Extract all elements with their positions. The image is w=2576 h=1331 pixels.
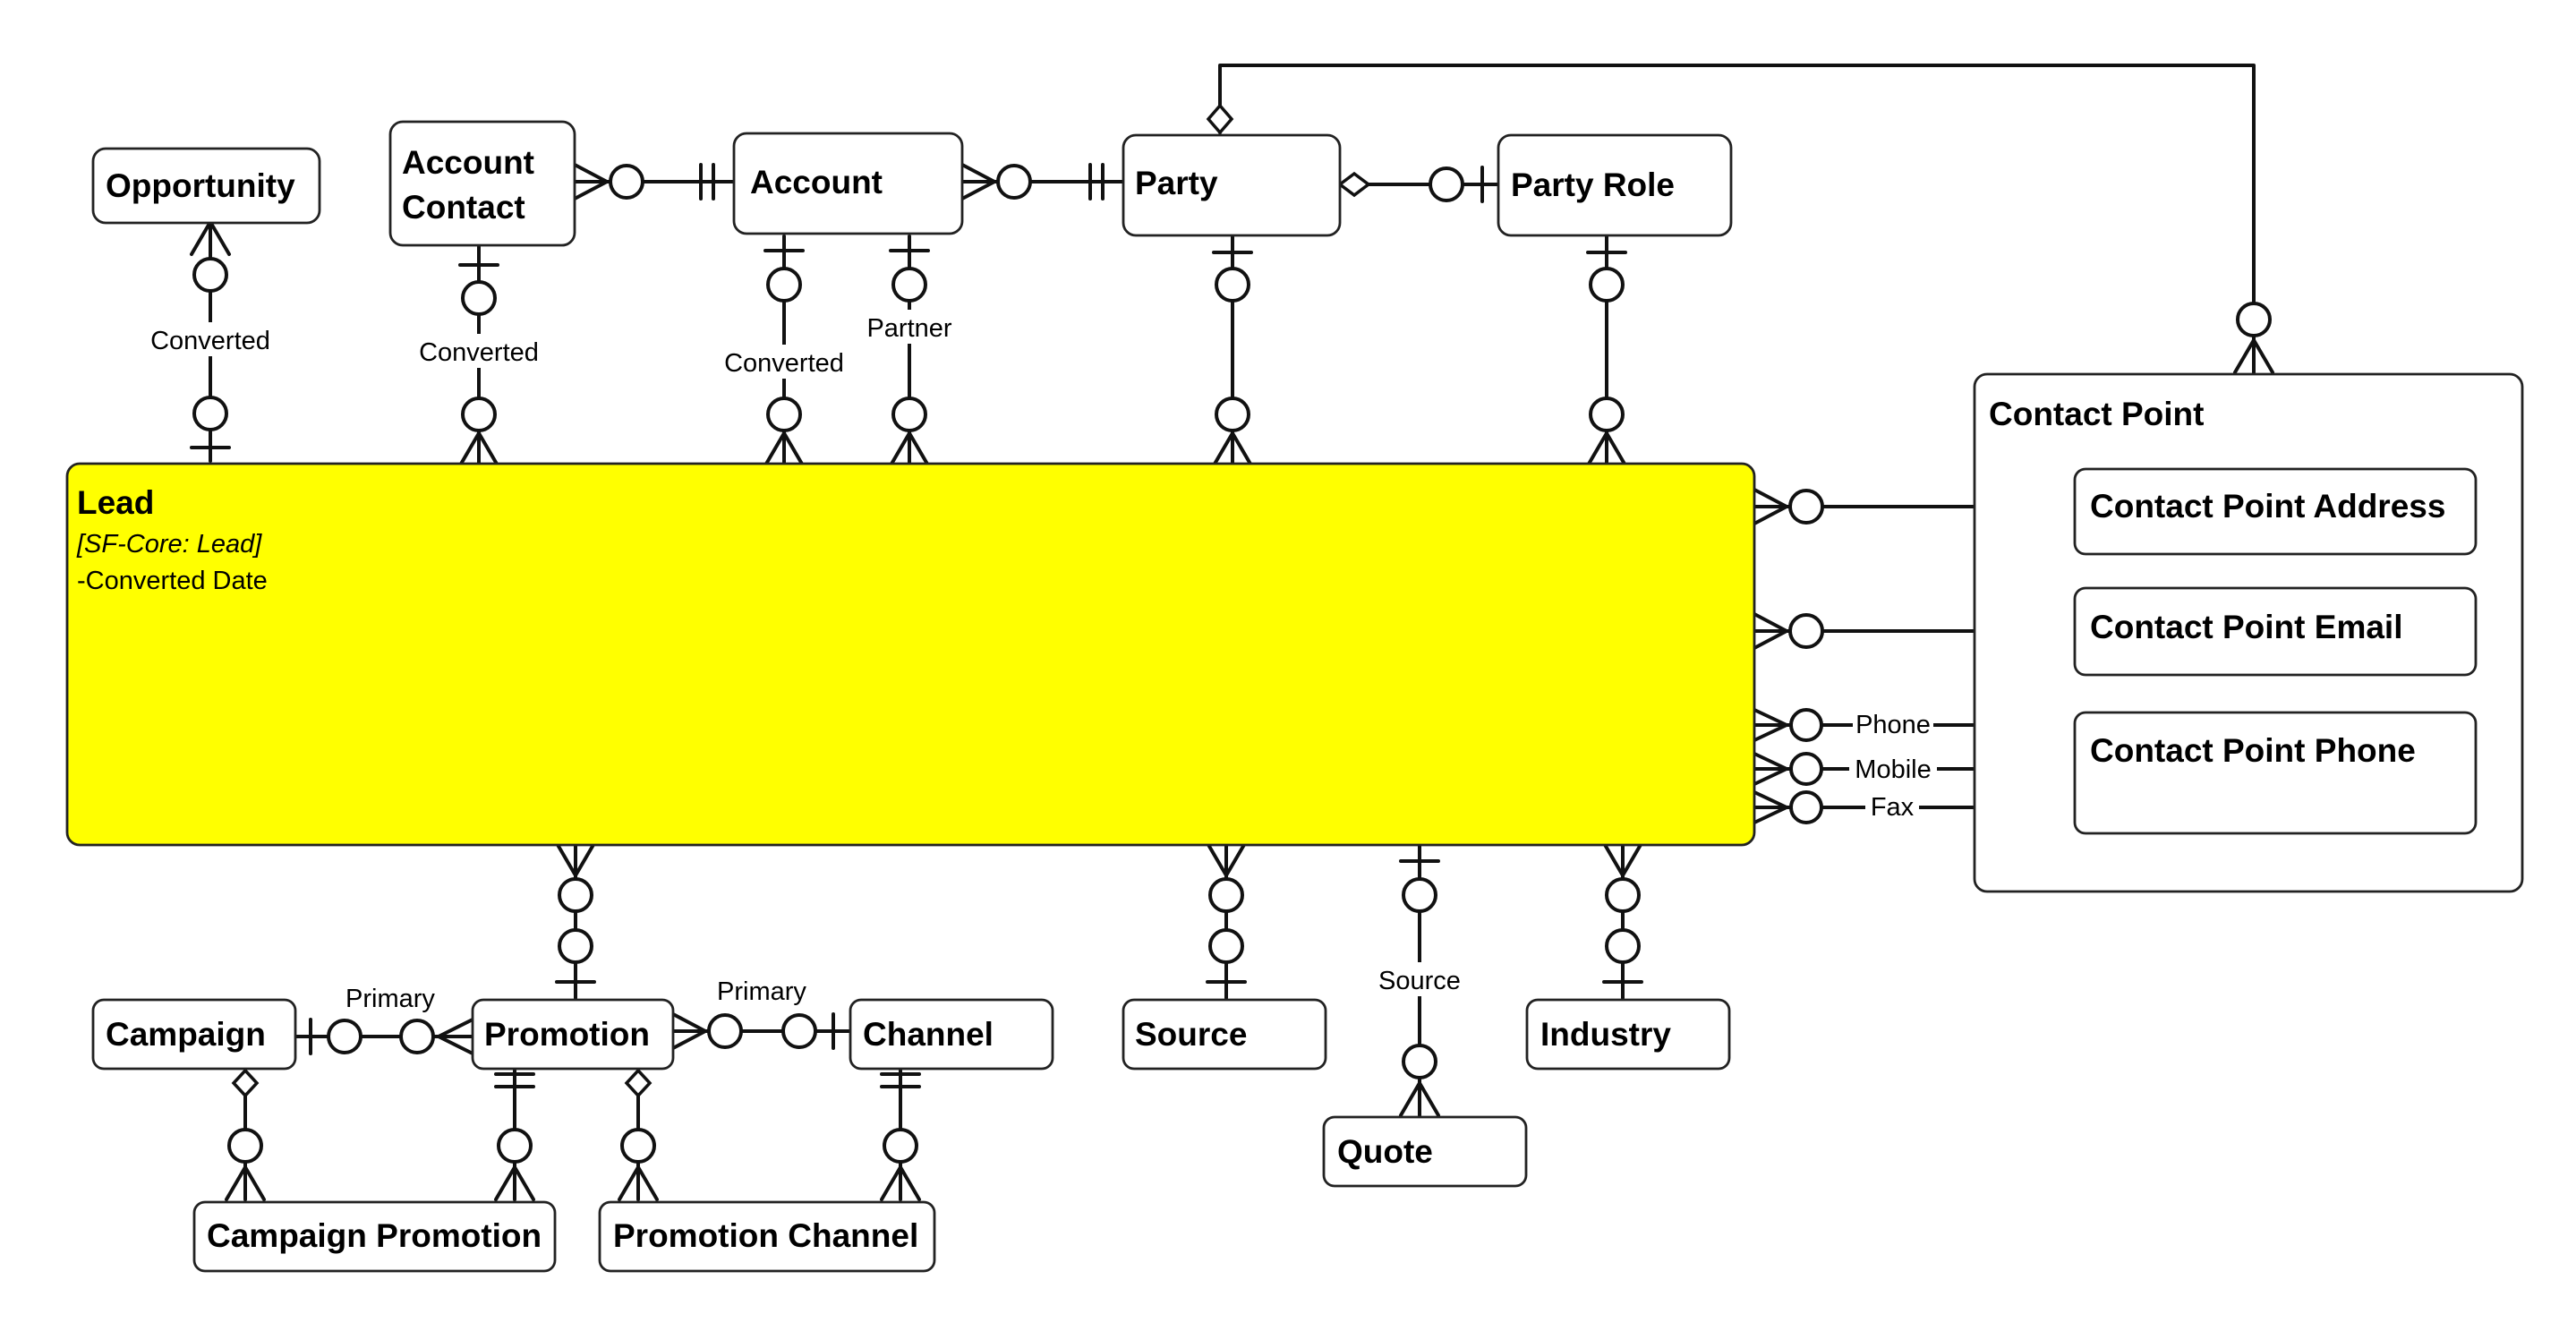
entity-opportunity[interactable]: Opportunity xyxy=(91,147,321,225)
entity-contact-point-phone-name: Contact Point Phone xyxy=(2090,732,2416,769)
entity-contact-point-name: Contact Point xyxy=(1989,396,2204,432)
entity-promotion-name: Promotion xyxy=(484,1016,650,1053)
rel-account-contact-account xyxy=(573,163,736,201)
rel-lead-industry xyxy=(1602,841,1643,1000)
rel-campaign-promotion-primary xyxy=(294,1018,474,1055)
entity-contact-point-address[interactable]: Contact Point Address xyxy=(2073,467,2478,556)
label-promotion-channel-primary: Primary xyxy=(717,977,806,1006)
rel-party-party-role xyxy=(1337,166,1500,203)
entity-party-role[interactable]: Party Role xyxy=(1497,133,1733,237)
entity-lead[interactable]: Lead [SF-Core: Lead] -Converted Date xyxy=(65,462,1756,847)
rel-lead-source xyxy=(1206,841,1247,1000)
entity-campaign-name: Campaign xyxy=(106,1016,266,1053)
entity-source[interactable]: Source xyxy=(1122,998,1327,1071)
entity-campaign[interactable]: Campaign xyxy=(91,998,297,1071)
entity-promotion-channel-name: Promotion Channel xyxy=(613,1217,918,1254)
entity-lead-stereotype: [SF-Core: Lead] xyxy=(76,530,262,559)
entity-channel[interactable]: Channel xyxy=(849,998,1054,1071)
entity-quote[interactable]: Quote xyxy=(1322,1115,1528,1188)
entity-contact-point-phone[interactable]: Contact Point Phone xyxy=(2073,711,2478,835)
label-account-converted: Converted xyxy=(724,349,844,378)
entity-promotion-channel[interactable]: Promotion Channel xyxy=(598,1200,936,1273)
label-account-partner: Partner xyxy=(866,314,951,343)
rel-account-contact-lead xyxy=(458,245,499,467)
entity-account-name: Account xyxy=(750,164,883,201)
lead-box xyxy=(65,462,1756,847)
entity-contact-point-email-name: Contact Point Email xyxy=(2090,609,2402,645)
rel-lead-promotion xyxy=(555,841,596,1000)
entity-campaign-promotion[interactable]: Campaign Promotion xyxy=(192,1200,557,1273)
entity-account[interactable]: Account xyxy=(732,132,964,235)
label-fax: Fax xyxy=(1871,793,1915,822)
entity-source-name: Source xyxy=(1135,1016,1247,1053)
rel-party-role-lead xyxy=(1586,235,1627,467)
rel-promotion-promotion-channel xyxy=(618,1068,659,1201)
label-opportunity-converted: Converted xyxy=(150,327,270,355)
rel-campaign-campaign-promotion xyxy=(225,1068,266,1201)
rel-party-contact-point xyxy=(1206,64,2274,374)
entity-account-contact-name-line2: Contact xyxy=(402,189,525,226)
entity-channel-name: Channel xyxy=(863,1016,994,1053)
entity-party-role-name: Party Role xyxy=(1511,166,1675,203)
entity-lead-name: Lead xyxy=(77,484,154,521)
relationship-labels: Converted Converted Converted Partner So… xyxy=(143,310,1937,1013)
label-quote-source: Source xyxy=(1378,967,1461,995)
entity-campaign-promotion-name: Campaign Promotion xyxy=(207,1217,542,1254)
label-phone: Phone xyxy=(1855,711,1931,739)
rel-account-lead-partner xyxy=(889,235,930,467)
entity-contact-point-email[interactable]: Contact Point Email xyxy=(2073,586,2478,677)
entity-promotion[interactable]: Promotion xyxy=(471,998,675,1071)
entity-lead-attribute-converted-date: -Converted Date xyxy=(77,567,268,595)
label-mobile: Mobile xyxy=(1855,755,1931,784)
entity-account-contact-name-line1: Account xyxy=(402,144,534,181)
rel-party-lead xyxy=(1212,235,1253,467)
entity-quote-name: Quote xyxy=(1337,1133,1433,1170)
rel-channel-promotion-channel xyxy=(880,1069,921,1201)
entity-opportunity-name: Opportunity xyxy=(106,167,295,204)
rel-promotion-channel-primary xyxy=(671,1012,852,1050)
entity-party[interactable]: Party xyxy=(1122,133,1342,237)
entity-contact-point-address-name: Contact Point Address xyxy=(2090,488,2445,525)
entity-party-name: Party xyxy=(1135,165,1218,201)
rel-account-party xyxy=(960,163,1125,201)
entity-industry-name: Industry xyxy=(1540,1016,1671,1053)
label-campaign-promotion-primary: Primary xyxy=(345,985,435,1013)
entity-industry[interactable]: Industry xyxy=(1525,998,1731,1071)
label-account-contact-converted: Converted xyxy=(419,338,539,367)
rel-promotion-campaign-promotion xyxy=(494,1069,535,1201)
entity-account-contact[interactable]: Account Contact xyxy=(388,120,576,247)
